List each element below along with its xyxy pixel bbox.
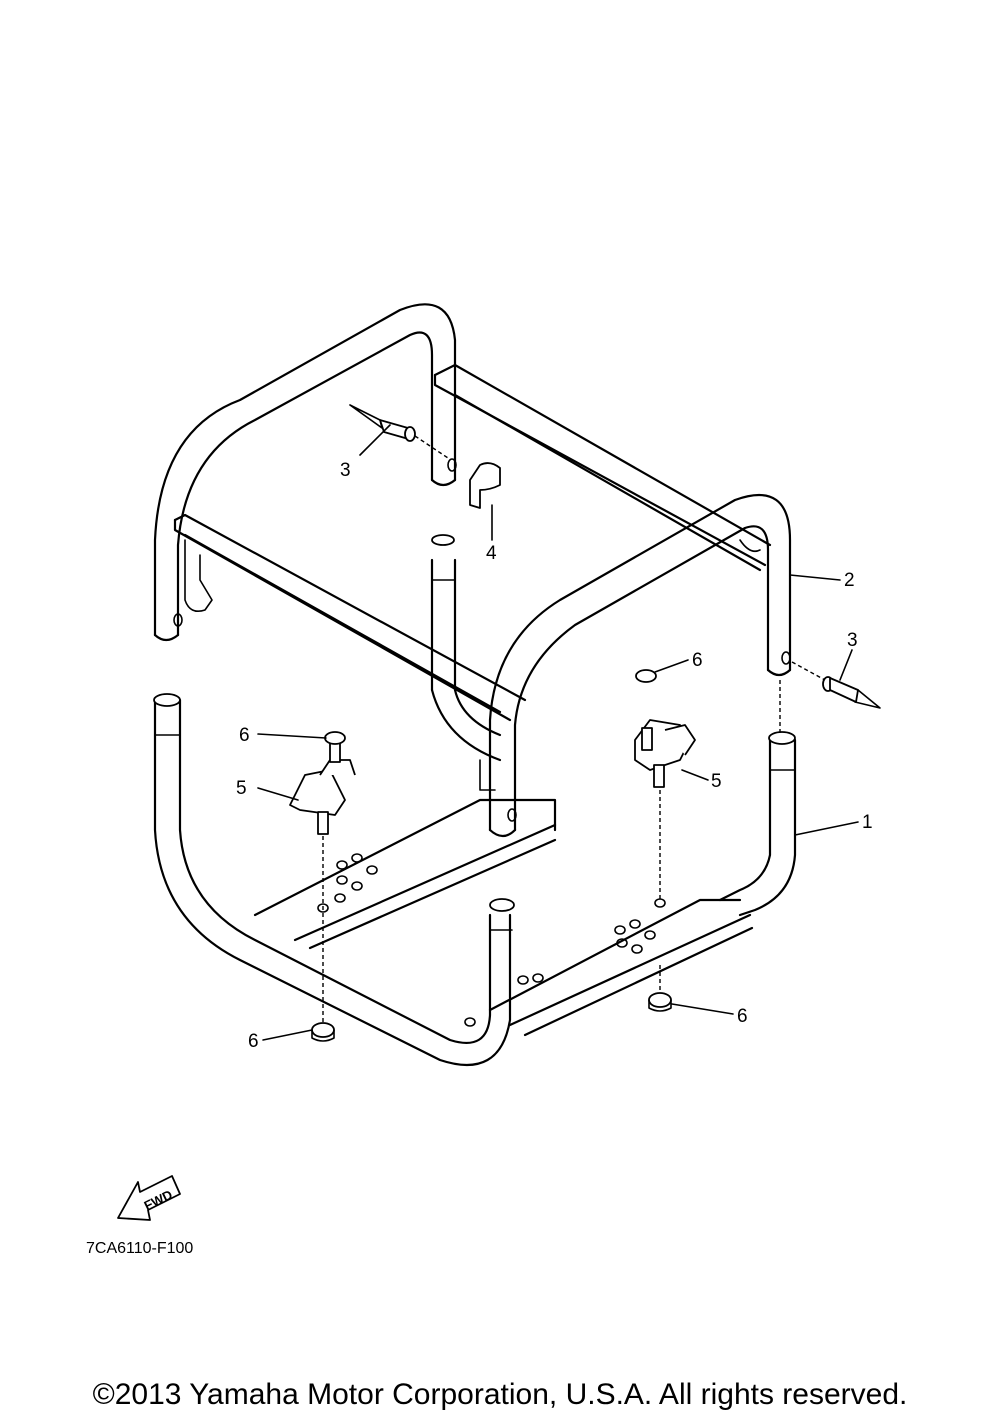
upper-frame bbox=[153, 303, 792, 838]
mounting-holes bbox=[317, 853, 666, 1027]
damper-right bbox=[634, 719, 696, 900]
callout-6-left-top: 6 bbox=[239, 725, 250, 746]
callout-3-right: 3 bbox=[847, 630, 858, 651]
nut-left-bottom bbox=[311, 1022, 335, 1042]
copyright-notice: ©2013 Yamaha Motor Corporation, U.S.A. A… bbox=[92, 1378, 908, 1411]
rivet-right bbox=[791, 661, 881, 709]
callout-2: 2 bbox=[844, 570, 855, 591]
nut-right-top bbox=[635, 669, 657, 683]
callout-4: 4 bbox=[486, 543, 497, 564]
callout-6-left-bottom: 6 bbox=[248, 1031, 259, 1052]
rivet-upper bbox=[349, 404, 449, 459]
clip-part bbox=[469, 462, 501, 509]
forward-arrow-icon: FWD bbox=[117, 1175, 181, 1221]
callout-5-left: 5 bbox=[236, 778, 247, 799]
callout-1: 1 bbox=[862, 812, 873, 833]
damper-left bbox=[289, 739, 356, 1022]
callout-6-right-top: 6 bbox=[692, 650, 703, 671]
diagram-code: 7CA6110-F100 bbox=[86, 1240, 194, 1257]
lower-frame bbox=[153, 534, 797, 1067]
callout-3-upper: 3 bbox=[340, 460, 351, 481]
leader-lines bbox=[257, 424, 859, 1041]
nut-right-bottom bbox=[648, 965, 672, 1012]
callout-6-right-bottom: 6 bbox=[737, 1006, 748, 1027]
nut-left-top bbox=[324, 731, 346, 745]
callout-5-right: 5 bbox=[711, 771, 722, 792]
